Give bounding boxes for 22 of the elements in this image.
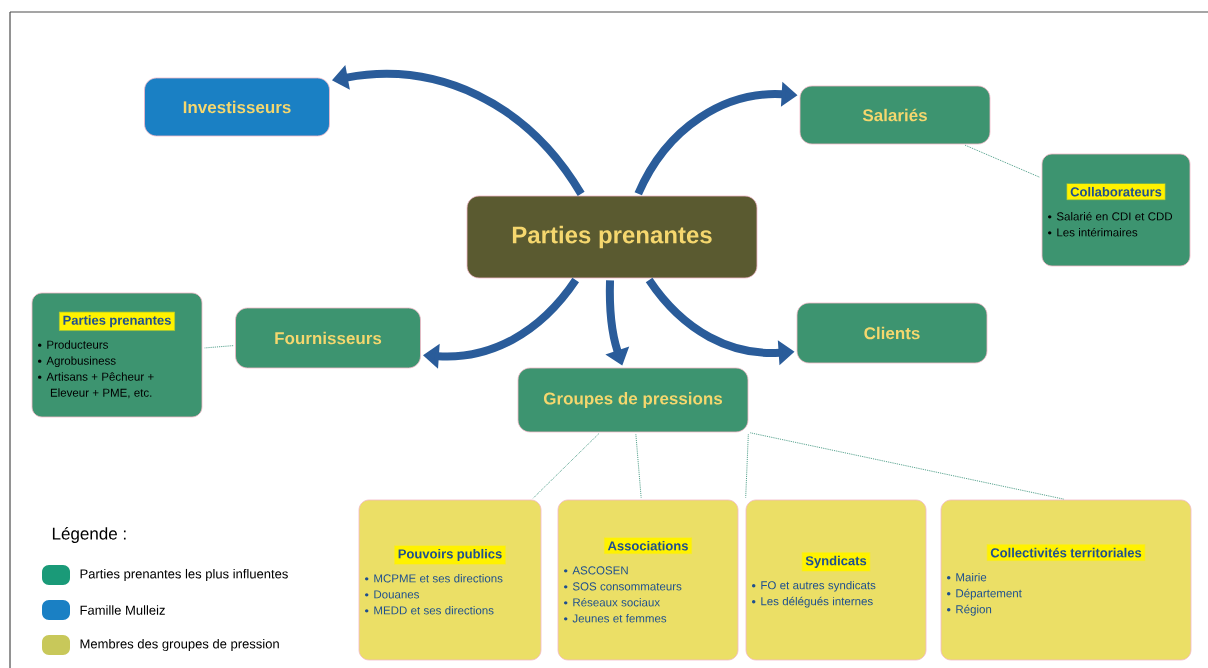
connector-line <box>749 432 1065 500</box>
legend-text: Membres des groupes de pression <box>80 638 279 652</box>
legend-text: Parties prenantes les plus influentes <box>80 568 288 582</box>
group-card: Pouvoirs publics MCPME et ses directions Douanes MEDD et ses directions <box>358 499 542 661</box>
stakeholder-card: Parties prenantes Producteurs Agrobusiness Artisans + Pêcheur + Eleveur + PME, etc. <box>31 292 203 418</box>
connector-line <box>964 144 1041 178</box>
group-card: Collectivités territoriales Mairie Département Région <box>940 499 1192 661</box>
connector-line <box>635 433 642 499</box>
stakeholder-box: Fournisseurs <box>235 307 421 369</box>
stakeholder-box: Investisseurs <box>144 77 330 137</box>
stakeholder-box: Groupes de pressions <box>517 367 749 433</box>
stakeholder-box: Clients <box>796 302 988 364</box>
legend-title: Légende : <box>52 526 126 543</box>
group-card: Associations ASCOSEN SOS consommateurs Réseaux sociaux Jeunes et femmes <box>557 499 739 661</box>
central-box: Parties prenantes <box>466 195 758 279</box>
connector-line <box>532 433 600 499</box>
stakeholder-card: Collaborateurs Salarié en CDI et CDD Les intérimaires <box>1041 153 1191 267</box>
connector-line <box>745 433 749 499</box>
legend-text: Famille Mulleiz <box>80 605 165 615</box>
group-card: Syndicats FO et autres syndicats Les délégués internes <box>745 499 927 661</box>
stakeholder-box: Salariés <box>799 85 991 145</box>
connector-line <box>203 345 234 349</box>
